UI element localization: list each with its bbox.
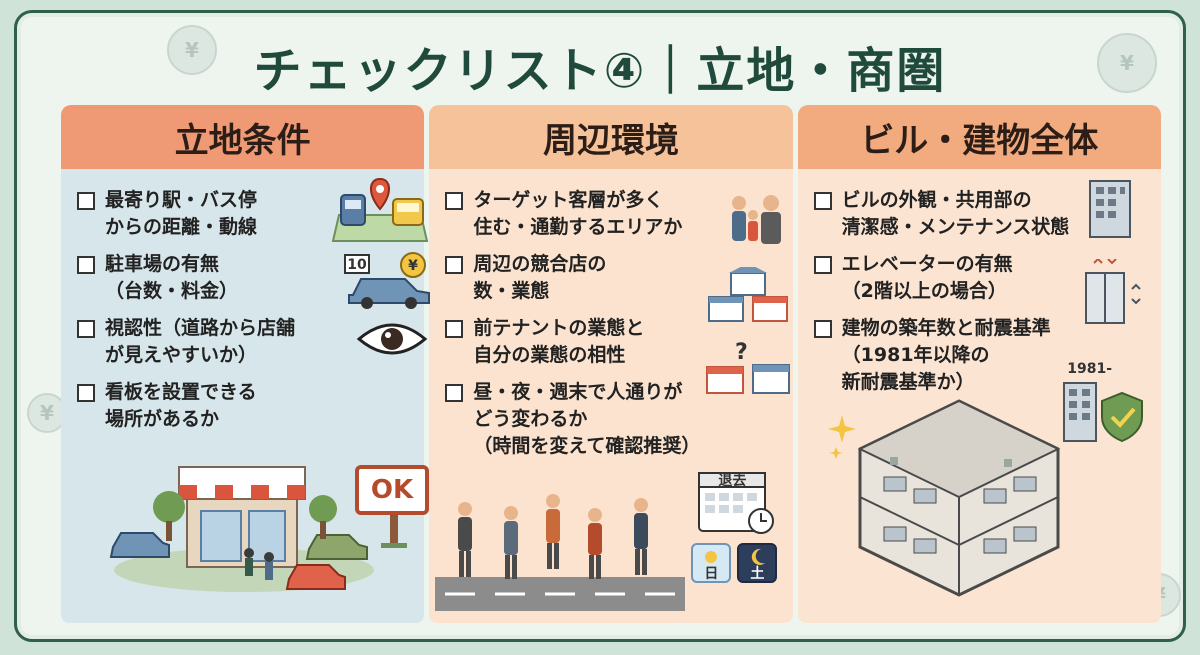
- item-text: 看板を設置できる: [105, 381, 257, 403]
- item-text: 最寄り駅・バス停: [105, 189, 258, 211]
- family-icon: [732, 195, 782, 244]
- ok-sign: OK: [355, 465, 429, 515]
- calendar-icon: [698, 472, 775, 534]
- checklist-item[interactable]: ターゲット客層が多く 住む・通勤するエリアか: [445, 187, 778, 241]
- item-text: 周辺の競合店の: [473, 253, 607, 275]
- checklist-item[interactable]: 周辺の競合店の 数・業態: [445, 251, 778, 305]
- column-heading: ビル・建物全体: [797, 105, 1161, 169]
- checkbox-icon[interactable]: [77, 384, 95, 402]
- item-text: 自分の業態の相性: [473, 344, 626, 366]
- checklist-item[interactable]: 看板を設置できる 場所があるか: [77, 379, 410, 433]
- yen-coin-icon: ¥: [167, 25, 217, 75]
- item-text: ターゲット客層が多く: [473, 189, 664, 211]
- yen-coin-icon: ¥: [27, 393, 67, 433]
- item-text: 建物の築年数と耐震基準: [841, 317, 1051, 339]
- eye-icon: [357, 323, 427, 355]
- checkbox-icon[interactable]: [445, 384, 464, 402]
- checklist-item[interactable]: 前テナントの業態と 自分の業態の相性: [445, 315, 778, 369]
- item-text: からの距離・動線: [105, 216, 258, 238]
- checklist-item[interactable]: エレベーターの有無 （2階以上の場合）: [813, 251, 1147, 305]
- item-text: エレベーターの有無: [841, 253, 1013, 275]
- sparkle-icon: [827, 415, 856, 459]
- sun-icon: [691, 543, 732, 583]
- svg-text:?: ?: [735, 340, 748, 365]
- yen-icon: ¥: [408, 258, 418, 274]
- checkbox-icon[interactable]: [813, 192, 832, 210]
- column-heading: 立地条件: [61, 105, 425, 169]
- item-text: が見えやすいか）: [105, 344, 258, 366]
- item-text: 駐車場の有無: [105, 253, 220, 275]
- item-text: 場所があるか: [105, 408, 220, 430]
- column-surroundings: 周辺環境 ターゲット客層が多く 住む・通勤するエリアか 周辺の競合店の 数・業態: [429, 105, 793, 623]
- checkbox-icon[interactable]: [445, 256, 464, 274]
- checkbox-icon[interactable]: [77, 256, 95, 274]
- item-text: ビルの外観・共用部の: [841, 189, 1032, 211]
- checkbox-icon[interactable]: [813, 320, 832, 338]
- infographic-frame: ¥ ¥ ¥ ¥ チェックリスト④｜立地・商圏 立地条件 最寄り駅・バス停 からの…: [14, 10, 1186, 642]
- saturday-label: 土: [750, 566, 765, 582]
- yen-coin-icon: ¥: [1097, 33, 1157, 93]
- item-text: （台数・料金）: [105, 280, 239, 302]
- column-body: 最寄り駅・バス停 からの距離・動線 駐車場の有無 （台数・料金） 視認性（道路か…: [61, 169, 430, 623]
- checkbox-icon[interactable]: [445, 320, 464, 338]
- checkbox-icon[interactable]: [445, 192, 464, 210]
- quake-proof-building-icon: [1062, 382, 1143, 443]
- competitor-shops-icon: [708, 267, 789, 322]
- checklist-columns: 立地条件 最寄り駅・バス停 からの距離・動線 駐車場の有無 （台数・料金）: [61, 105, 1161, 623]
- column-building: ビル・建物全体 ビルの外観・共用部の 清潔感・メンテナンス状態 エレベーターの有…: [797, 105, 1161, 623]
- column-location: 立地条件 最寄り駅・バス停 からの距離・動線 駐車場の有無 （台数・料金）: [61, 105, 430, 623]
- column-body: ターゲット客層が多く 住む・通勤するエリアか 周辺の競合店の 数・業態 前テナン…: [429, 169, 793, 623]
- item-text: 数・業態: [473, 280, 550, 302]
- elevator-icon: [1084, 259, 1141, 324]
- item-text: 視認性（道路から店舗: [105, 317, 296, 339]
- item-text: 新耐震基準か）: [841, 371, 975, 393]
- page-title: チェックリスト④｜立地・商圏: [253, 43, 947, 99]
- car-parking-icon: [344, 252, 430, 309]
- calendar-label: 退去: [718, 473, 747, 489]
- moon-icon: [737, 543, 778, 583]
- checklist-item[interactable]: 建物の築年数と耐震基準 （1981年以降の 新耐震基準か）: [813, 315, 1147, 396]
- item-text: 前テナントの業態と: [473, 317, 645, 339]
- item-text: どう変わるか: [473, 408, 588, 430]
- checkbox-icon[interactable]: [77, 320, 95, 338]
- item-text: （1981年以降の: [841, 344, 990, 366]
- checklist-item[interactable]: 視認性（道路から店舗 が見えやすいか）: [77, 315, 410, 369]
- train-bus-map-icon: [331, 177, 429, 242]
- column-heading: 周辺環境: [429, 105, 793, 169]
- parking-number: 10: [347, 257, 367, 273]
- year-label: 1981-: [1067, 361, 1113, 377]
- column-body: ビルの外観・共用部の 清潔感・メンテナンス状態 エレベーターの有無 （2階以上の…: [797, 169, 1161, 623]
- item-text: （時間を変えて確認推奨）: [473, 435, 701, 457]
- item-text: 住む・通勤するエリアか: [473, 216, 683, 238]
- checklist-item[interactable]: 昼・夜・週末で人通りが どう変わるか （時間を変えて確認推奨）: [445, 379, 778, 460]
- item-text: 昼・夜・週末で人通りが: [473, 381, 683, 403]
- checklist-item[interactable]: 駐車場の有無 （台数・料金）: [77, 251, 410, 305]
- checkbox-icon[interactable]: [813, 256, 832, 274]
- building-icon: [1088, 180, 1131, 238]
- item-text: （2階以上の場合）: [841, 280, 1007, 302]
- item-text: 清潔感・メンテナンス状態: [841, 216, 1070, 238]
- checklist-item[interactable]: 最寄り駅・バス停 からの距離・動線: [77, 187, 410, 241]
- checklist-item[interactable]: ビルの外観・共用部の 清潔感・メンテナンス状態: [813, 187, 1147, 241]
- checkbox-icon[interactable]: [77, 192, 95, 210]
- storefront-illustration: [109, 466, 374, 592]
- pedestrians-illustration: [435, 494, 686, 611]
- building-cutaway-illustration: [857, 399, 1060, 597]
- sign-post-icon: [381, 513, 407, 548]
- question-shops-icon: ?: [706, 340, 791, 394]
- day-label: 日: [704, 566, 719, 582]
